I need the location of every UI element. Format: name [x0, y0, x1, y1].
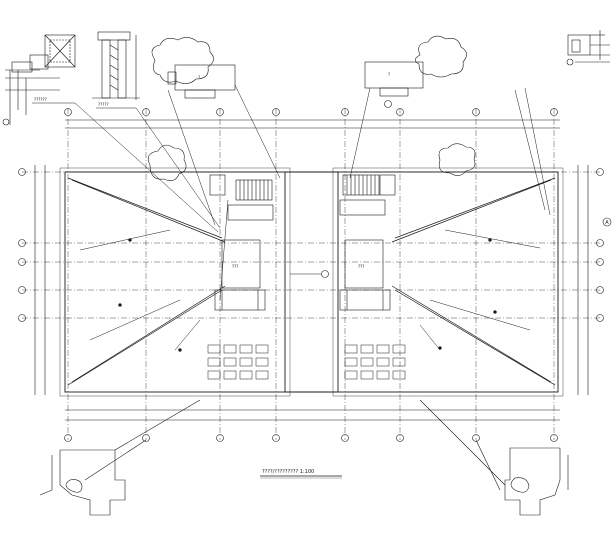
- slope-arrows: [79, 229, 541, 352]
- core-left: ???: [209, 174, 274, 311]
- right-callout-label: A: [605, 220, 609, 226]
- dimension-lines: [34, 119, 589, 421]
- core-right: ???: [339, 174, 396, 311]
- top-annex-right: ?: [364, 61, 424, 108]
- roof-ridge-lines: [67, 177, 556, 386]
- annex-right-label: ?: [388, 72, 390, 77]
- detail-callout-top-left: ?????? ?????: [2, 31, 140, 126]
- seating-left: [207, 344, 269, 380]
- bottom-annex-left: [39, 399, 201, 516]
- detail-label-1: ??????: [34, 97, 47, 102]
- annex-left-label: ?: [198, 75, 200, 80]
- top-annex-left: ?: [167, 64, 236, 99]
- drawing-title-block: ????/????????? 1:100: [260, 469, 342, 479]
- tree-symbols: [147, 35, 476, 181]
- room-label-right: ???: [358, 264, 364, 269]
- room-label-left: ???: [232, 264, 238, 269]
- building-outline: [59, 167, 564, 397]
- detail-label-2: ?????: [98, 102, 109, 107]
- seating-right: [344, 344, 406, 380]
- drawing-title: ????/????????? 1:100: [262, 469, 314, 475]
- leader-lines: [74, 84, 551, 301]
- bottom-annex-right: [419, 399, 569, 516]
- axis-bubbles: A: [18, 108, 612, 442]
- center-symbol: [290, 270, 329, 278]
- detail-callout-top-right: [566, 30, 610, 66]
